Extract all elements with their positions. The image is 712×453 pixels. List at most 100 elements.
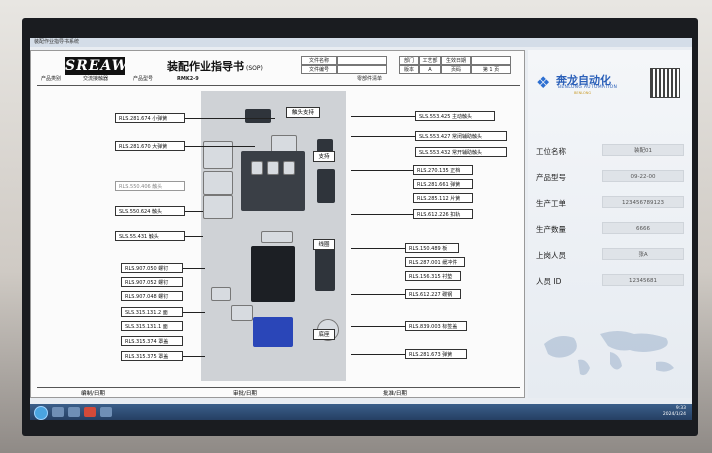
file-name-label: 文件名称	[301, 56, 337, 65]
brand-logo: ❖ 奔龙自动化 BENLONG AUTOMATION BENLONG	[536, 72, 646, 96]
field-operator-id-label: 人员 ID	[536, 277, 562, 286]
field-station-label: 工位名称	[536, 147, 566, 156]
brand-mark-icon: ❖	[536, 73, 551, 92]
leader-line	[183, 356, 205, 357]
author-signature: 编制/日期	[81, 391, 105, 397]
left-label-7: RLS.907.048 螺钉	[121, 291, 183, 301]
right-label-5: RLS.285.112 片簧	[413, 193, 473, 203]
leader-line	[351, 214, 413, 215]
section-value: 工艺部	[419, 56, 441, 65]
cover-part	[231, 305, 253, 321]
dept-label: 部门	[399, 56, 419, 65]
folder-icon[interactable]	[68, 407, 80, 417]
file-no-value	[337, 65, 387, 74]
ie-icon[interactable]	[52, 407, 64, 417]
right-label-6: RLS.612.226 扣轨	[413, 209, 473, 219]
product-category-label: 产品类别	[41, 76, 62, 82]
monitor-screen: 装配作业指导书系统 SREAW 装配作业指导书(SOP) 文件名称 文件编号 部…	[30, 38, 692, 420]
sop-title: 装配作业指导书(SOP)	[167, 58, 263, 74]
field-model-value: 09-22-00	[602, 170, 684, 182]
taskbar: 9:33 2024/1/24	[30, 404, 692, 420]
workstation-info-panel: ❖ 奔龙自动化 BENLONG AUTOMATION BENLONG 工位名称 …	[528, 50, 692, 398]
right-label-0: SLS.553.425 主动触头	[415, 111, 495, 121]
product-model-label: 产品型号	[133, 76, 154, 82]
right-label-7: RLS.150.489 板	[405, 243, 459, 253]
sop-title-suffix: (SOP)	[246, 65, 263, 72]
reviewer-signature: 审批/日期	[233, 391, 257, 397]
left-label-6: RLS.907.052 螺钉	[121, 277, 183, 287]
window-title: 装配作业指导书系统	[30, 38, 692, 47]
terminal-part	[251, 161, 263, 175]
right-label-10: RLS.612.227 碳钢	[405, 289, 461, 299]
file-no-label: 文件编号	[301, 65, 337, 74]
start-button[interactable]	[34, 406, 48, 420]
clock-date: 2024/1/24	[662, 412, 686, 417]
contact-set-part	[203, 171, 233, 195]
field-order-value: 123456789123	[602, 196, 684, 208]
label-coil: 线圈	[313, 239, 335, 250]
leader-line	[185, 211, 203, 212]
right-label-2: SLS.553.432 常开辅助触头	[415, 147, 507, 157]
coil-part	[251, 246, 295, 302]
left-label-11: RLS.315.375 罩盖	[121, 351, 183, 361]
parts-list-heading: 零部件清单	[357, 76, 383, 82]
date-value	[471, 56, 511, 65]
side-spring-part	[317, 169, 335, 203]
left-label-8: SLS.315.131.2 面	[121, 307, 183, 317]
left-label-5: RLS.907.050 螺钉	[121, 263, 183, 273]
system-clock[interactable]: 9:33 2024/1/24	[663, 406, 686, 418]
main-housing-part	[241, 151, 305, 211]
right-label-1: SLS.553.427 常闭辅助触头	[415, 131, 507, 141]
media-icon[interactable]	[84, 407, 96, 417]
leader-line	[351, 326, 405, 327]
app-window-icon[interactable]	[100, 407, 112, 417]
product-category-value: 交流接触器	[83, 76, 109, 82]
leader-line	[351, 116, 415, 117]
brand-tag: BENLONG	[574, 91, 592, 95]
side-plate-part	[315, 243, 335, 291]
left-label-4: SLS.55.431 触头	[115, 231, 185, 241]
product-info-row: 产品类别 交流接触器 产品型号 RMK2-9 零部件清单	[37, 75, 520, 83]
right-label-12: RLS.281.673 弹簧	[405, 349, 467, 359]
label-contact-support: 触头支持	[286, 107, 320, 118]
base-part	[253, 317, 293, 347]
world-map-graphic	[544, 331, 674, 376]
field-operator-id-value: 12345681	[602, 274, 684, 286]
right-label-11: RLS.839.003 标签盖	[405, 321, 467, 331]
version-label: 版本	[399, 65, 419, 74]
field-operator-label: 上岗人员	[536, 251, 566, 260]
qr-code-icon	[650, 68, 680, 98]
right-label-9: RLS.156.315 衬垫	[405, 271, 461, 281]
left-label-2: RLS.550.406 触头	[115, 181, 185, 191]
contact-set-part	[203, 195, 233, 219]
page-total-label: 页码	[441, 65, 471, 74]
left-label-9: SLS.315.131.1 面	[121, 321, 183, 331]
sop-title-text: 装配作业指导书	[167, 60, 244, 73]
page-number: 第 1 页	[471, 65, 511, 74]
left-label-1: RLS.281.670 大弹簧	[115, 141, 185, 151]
product-model-value: RMK2-9	[177, 76, 199, 82]
coil-holder-part	[261, 231, 293, 243]
leader-line	[185, 236, 203, 237]
company-logo: SREAW	[65, 57, 129, 75]
brand-name-en: BENLONG AUTOMATION	[558, 85, 618, 90]
left-label-3: SLS.550.624 触头	[115, 206, 185, 216]
leader-line	[183, 312, 205, 313]
right-label-3: RLS.270.135 正档	[413, 165, 473, 175]
leader-line	[351, 170, 413, 171]
field-operator-value: 张A	[602, 248, 684, 260]
brand-name-cn: 奔龙自动化	[556, 74, 611, 87]
sop-header: SREAW 装配作业指导书(SOP) 文件名称 文件编号 部门 工艺部 生效日期…	[37, 55, 520, 86]
leader-line	[351, 294, 405, 295]
file-name-value	[337, 56, 387, 65]
date-label: 生效日期	[441, 56, 471, 65]
leader-line	[185, 118, 275, 119]
clock-time: 9:33	[675, 406, 686, 411]
leader-line	[351, 248, 405, 249]
leader-line	[351, 136, 415, 137]
terminal-part	[267, 161, 279, 175]
label-base: 底座	[313, 329, 335, 340]
version-value: A	[419, 65, 441, 74]
field-quantity-label: 生产数量	[536, 225, 566, 234]
screw-part	[211, 287, 231, 301]
